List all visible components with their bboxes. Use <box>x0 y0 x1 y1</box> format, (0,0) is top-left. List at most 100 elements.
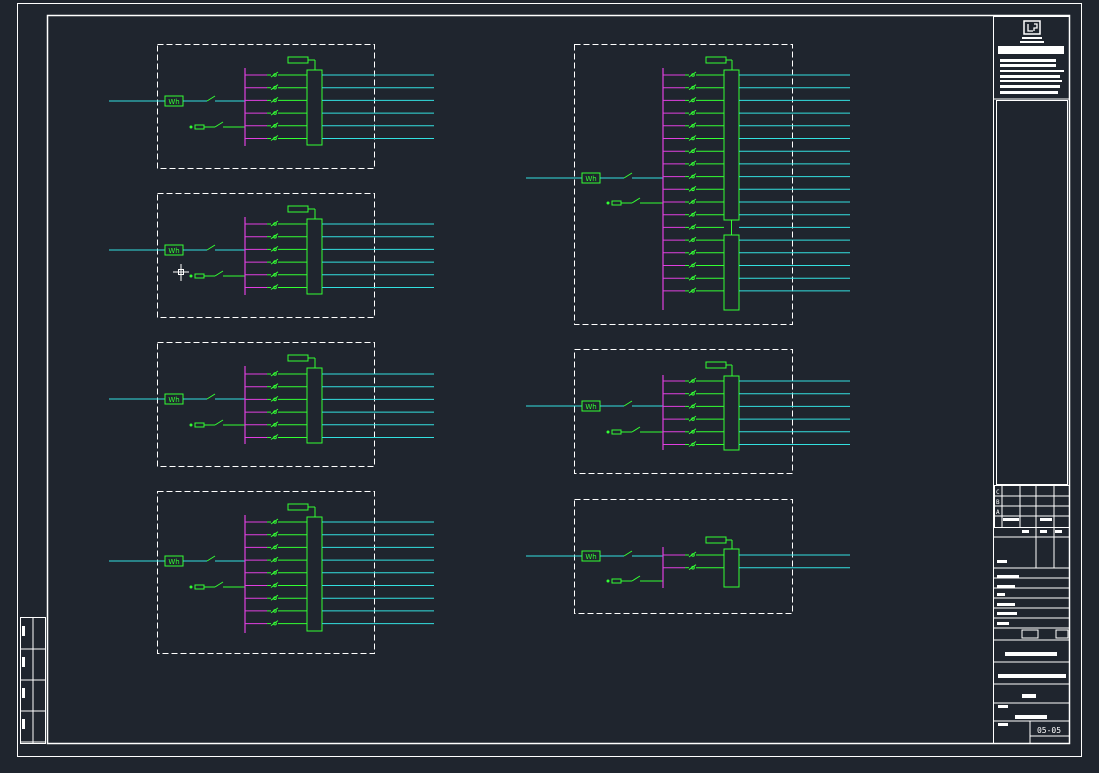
circuit-breaker-contact <box>273 234 277 239</box>
circuit-breaker <box>688 109 697 116</box>
terminal-strip <box>705 56 727 64</box>
design-stage-text <box>1022 694 1036 698</box>
scale-box <box>1021 629 1039 639</box>
terminal-strip <box>287 56 309 64</box>
company-info-text <box>998 46 1064 54</box>
crosshair-cursor-icon <box>173 264 189 281</box>
energy-meter-label: Wh <box>585 403 596 411</box>
circuit-breaker-contact <box>273 260 277 264</box>
revision-header-text <box>1003 518 1019 521</box>
panel-enclosure <box>574 44 793 325</box>
drawing-title-text <box>998 674 1066 678</box>
drawing-frame <box>17 3 1082 757</box>
logo-text <box>1020 41 1044 43</box>
socket-breaker <box>631 197 641 204</box>
outgoing-circuit <box>245 245 434 252</box>
outgoing-circuit <box>663 415 850 422</box>
circuit-breaker <box>688 147 697 154</box>
circuit-breaker <box>270 96 279 103</box>
socket-breaker <box>214 581 224 588</box>
company-info-text <box>1000 80 1062 82</box>
circuit-breaker <box>270 71 279 78</box>
binding-strip-text <box>22 688 25 698</box>
logo-box <box>1023 20 1041 35</box>
drawing-name-label <box>998 705 1008 708</box>
energy-meter-label: Wh <box>168 247 179 255</box>
circuit-breaker <box>270 84 279 91</box>
outgoing-circuit <box>663 274 850 281</box>
outgoing-circuit <box>245 607 434 614</box>
outgoing-circuit <box>663 160 850 167</box>
outgoing-circuit <box>245 383 434 390</box>
revision-header-text <box>1040 530 1047 533</box>
terminal-strip <box>287 503 309 511</box>
outgoing-circuit <box>245 284 434 290</box>
circuit-breaker-contact <box>273 247 277 252</box>
circuit-breaker-contact <box>273 273 277 277</box>
outgoing-circuit <box>245 594 434 601</box>
outgoing-circuit <box>663 96 850 103</box>
title-block-border <box>993 16 1070 744</box>
energy-meter-label: Wh <box>585 553 596 561</box>
outgoing-circuit <box>245 434 434 440</box>
company-info-text <box>1000 75 1060 78</box>
main-breaker <box>206 95 216 102</box>
outgoing-circuit <box>663 173 850 180</box>
circuit-breaker-contact <box>273 372 277 376</box>
outgoing-circuit <box>245 395 434 402</box>
outgoing-circuit <box>663 551 850 558</box>
circuit-breaker-contact <box>273 571 277 575</box>
circuit-breaker <box>688 223 697 230</box>
circuit-breaker-contact <box>273 397 277 402</box>
circuit-breaker-contact <box>691 225 695 230</box>
outgoing-circuit <box>663 564 850 571</box>
circuit-breaker <box>270 109 279 116</box>
circuit-breaker-contact <box>273 85 277 90</box>
circuit-breaker-contact <box>691 136 695 141</box>
circuit-breaker <box>688 211 697 218</box>
distribution-panel: Wh <box>109 44 434 169</box>
outgoing-circuit <box>663 211 850 218</box>
outgoing-circuit <box>663 84 850 91</box>
outgoing-circuit <box>245 135 434 141</box>
outgoing-circuit <box>663 402 850 409</box>
company-info-text <box>1000 59 1056 62</box>
outgoing-circuit <box>245 569 434 576</box>
outgoing-circuit <box>663 122 850 129</box>
circuit-breaker <box>688 402 697 409</box>
socket-terminal <box>189 125 193 129</box>
outgoing-circuit <box>245 543 434 550</box>
main-breaker <box>623 400 633 407</box>
signature-label <box>997 603 1015 606</box>
outgoing-circuit <box>663 377 850 384</box>
distribution-panel: Wh <box>526 44 850 325</box>
outgoing-circuit <box>663 262 850 268</box>
circuit-breaker-contact <box>691 404 695 409</box>
circuit-breaker-contact <box>691 251 695 255</box>
circuit-breaker-contact <box>691 85 695 90</box>
distribution-panel: Wh <box>109 193 434 318</box>
energy-meter-label: Wh <box>168 558 179 566</box>
drawing-name-text <box>1015 715 1047 719</box>
circuit-breaker <box>688 249 697 256</box>
circuit-breaker <box>270 582 279 588</box>
outgoing-circuit <box>245 233 434 240</box>
revision-row-label: A <box>996 509 1000 516</box>
circuit-breaker-contact <box>273 596 277 601</box>
outgoing-circuit <box>245 370 434 377</box>
distribution-block <box>306 218 323 295</box>
energy-meter-label: Wh <box>585 175 596 183</box>
outgoing-circuit <box>663 428 850 435</box>
circuit-breaker <box>688 160 697 167</box>
outgoing-circuit <box>245 518 434 525</box>
outgoing-circuit <box>663 236 850 243</box>
binding-strip-text <box>22 719 25 729</box>
circuit-breaker-contact <box>691 417 695 421</box>
outer-border <box>17 3 1082 757</box>
outgoing-circuit <box>663 390 850 397</box>
distribution-block <box>723 375 740 451</box>
socket-fuse <box>611 429 622 435</box>
circuit-breaker <box>270 556 279 563</box>
circuit-breaker <box>270 245 279 252</box>
